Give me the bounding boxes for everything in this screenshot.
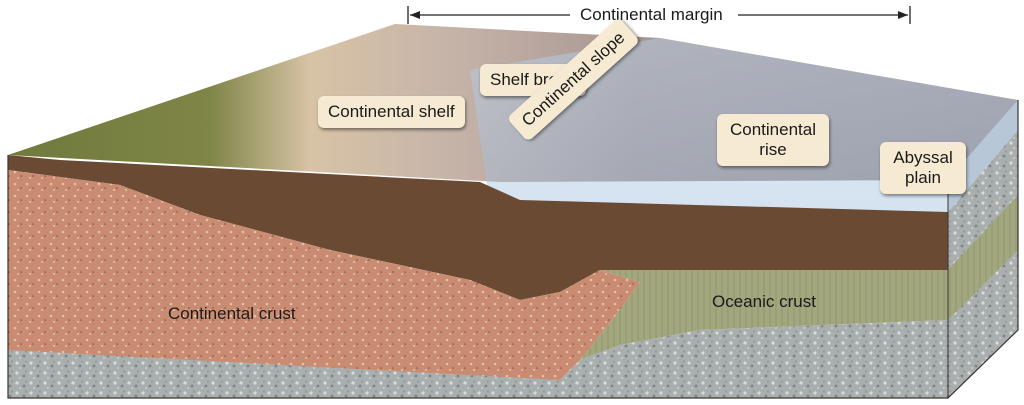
continental-rise-line2: rise xyxy=(759,140,787,159)
abyssal-plain-line2: plain xyxy=(905,168,941,187)
abyssal-plain-line1: Abyssal xyxy=(893,148,953,167)
continental-shelf-label: Continental shelf xyxy=(318,96,465,128)
mantle-gravel-layer xyxy=(8,320,948,398)
abyssal-plain-label: Abyssal plain xyxy=(880,142,966,194)
front-face-sediment xyxy=(8,155,948,300)
continental-rise-line1: Continental xyxy=(729,120,816,139)
oceanic-crust-label: Oceanic crust xyxy=(712,292,816,311)
continental-crust-layer xyxy=(8,170,640,380)
continental-margin-label: Continental margin xyxy=(580,5,723,24)
oceanic-crust-layer xyxy=(580,270,948,360)
margin-arrowhead-right xyxy=(898,11,908,19)
continental-crust-label: Continental crust xyxy=(168,304,296,323)
margin-arrowhead-left xyxy=(410,11,420,19)
continental-rise-label: Continental rise xyxy=(717,114,829,166)
right-side-oceanic xyxy=(948,195,1018,320)
